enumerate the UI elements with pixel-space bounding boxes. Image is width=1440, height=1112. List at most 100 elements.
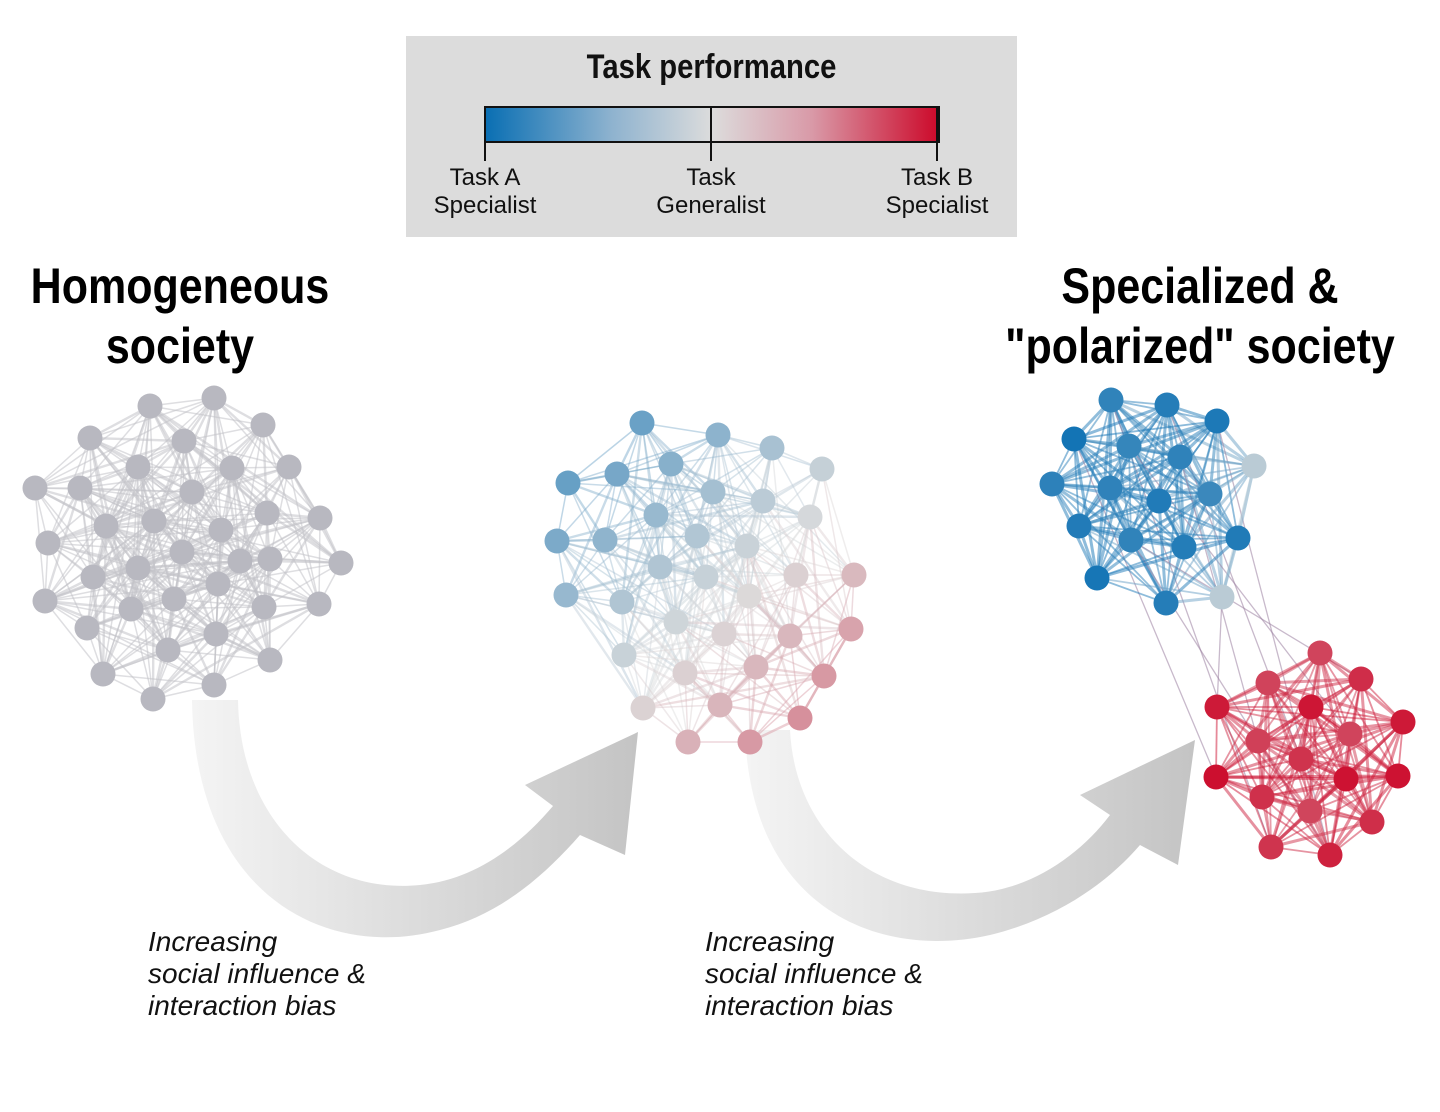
- network-edge: [567, 434, 719, 484]
- network-edge: [137, 517, 321, 569]
- network-edge: [191, 491, 268, 514]
- network-edge: [705, 576, 852, 630]
- network-edge: [565, 594, 725, 635]
- network-edge: [642, 704, 721, 709]
- network-edge: [1096, 577, 1223, 598]
- network-edge: [1310, 706, 1331, 856]
- network-node: [1153, 590, 1179, 616]
- network-edge: [655, 514, 750, 597]
- network-edge: [655, 500, 764, 516]
- network-edge: [745, 545, 802, 719]
- network-edge: [1216, 706, 1263, 798]
- network-node: [1097, 475, 1123, 501]
- network-edge: [1257, 739, 1373, 824]
- network-edge: [669, 463, 708, 578]
- network-edge: [152, 529, 222, 700]
- network-edge: [266, 512, 342, 564]
- network-node: [609, 589, 635, 615]
- network-node: [693, 564, 719, 590]
- network-edge: [86, 567, 139, 629]
- network-edge: [641, 621, 678, 709]
- network-edge: [1216, 706, 1311, 812]
- network-edge: [137, 466, 233, 469]
- network-edge: [669, 463, 751, 597]
- network-node: [141, 508, 167, 534]
- network-node: [1204, 694, 1230, 720]
- network-node: [328, 550, 354, 576]
- network-edge: [749, 675, 825, 743]
- network-node: [1154, 392, 1180, 418]
- network-edge: [659, 545, 748, 568]
- network-edge: [212, 558, 272, 686]
- network-edge: [659, 566, 797, 576]
- network-node: [604, 461, 630, 487]
- network-edge: [771, 447, 791, 637]
- network-node: [140, 686, 166, 712]
- network-node: [137, 393, 163, 419]
- network-node: [737, 729, 763, 755]
- network-node: [629, 410, 655, 436]
- network-node: [257, 647, 283, 673]
- network-edge: [683, 500, 765, 674]
- network-node: [700, 479, 726, 505]
- network-edge: [102, 558, 271, 675]
- network-edge: [1257, 733, 1351, 742]
- network-node: [1203, 764, 1229, 790]
- network-edge: [687, 635, 791, 743]
- network-node: [1241, 453, 1267, 479]
- network-edge: [556, 540, 661, 568]
- network-edge: [34, 486, 219, 586]
- network-edge: [34, 397, 215, 489]
- network-edge: [1109, 455, 1181, 490]
- network-node: [179, 479, 205, 505]
- network-edge: [669, 463, 678, 623]
- network-edge: [34, 487, 94, 578]
- network-edge: [217, 583, 271, 661]
- network-edge: [104, 525, 133, 610]
- network-edge: [1216, 706, 1331, 856]
- network-edge: [556, 535, 698, 542]
- network-node: [1298, 694, 1324, 720]
- network-edge: [130, 529, 222, 610]
- network-node: [783, 562, 809, 588]
- network-edge: [641, 422, 657, 516]
- legend-title: Task performance: [586, 48, 837, 86]
- network-edge: [711, 491, 792, 637]
- network-edge: [239, 560, 320, 605]
- network-edge: [623, 632, 725, 657]
- network-edge: [105, 525, 217, 635]
- network-edge: [564, 473, 619, 596]
- network-edge: [1300, 757, 1373, 824]
- network-edge: [705, 491, 714, 578]
- legend-tick-generalist: [710, 106, 712, 161]
- network-edge: [659, 467, 823, 569]
- network-node: [672, 660, 698, 686]
- network-edge: [556, 539, 707, 579]
- network-edge: [795, 574, 852, 630]
- network-edge: [565, 514, 657, 596]
- network-edge: [675, 620, 852, 631]
- network-node: [227, 548, 253, 574]
- network-edge: [616, 472, 714, 494]
- network-edge: [642, 674, 825, 710]
- network-edge: [183, 440, 290, 468]
- network-edge: [675, 516, 811, 623]
- network-edge: [1261, 774, 1399, 799]
- network-node: [80, 564, 106, 590]
- network-node: [257, 546, 283, 572]
- network-edge: [1215, 776, 1373, 823]
- network-edge: [1109, 487, 1239, 539]
- network-edge: [755, 574, 797, 668]
- network-edge: [105, 524, 183, 554]
- network-edge: [762, 500, 855, 576]
- network-edge: [623, 653, 721, 707]
- network-edge: [621, 601, 689, 743]
- network-edge: [621, 601, 721, 706]
- network-1-nodes: [22, 385, 354, 712]
- network-node: [1066, 513, 1092, 539]
- network-node: [1225, 525, 1251, 551]
- network-edge: [723, 500, 764, 635]
- network-edge: [1078, 493, 1211, 527]
- network-node: [684, 523, 710, 549]
- network-node: [35, 530, 61, 556]
